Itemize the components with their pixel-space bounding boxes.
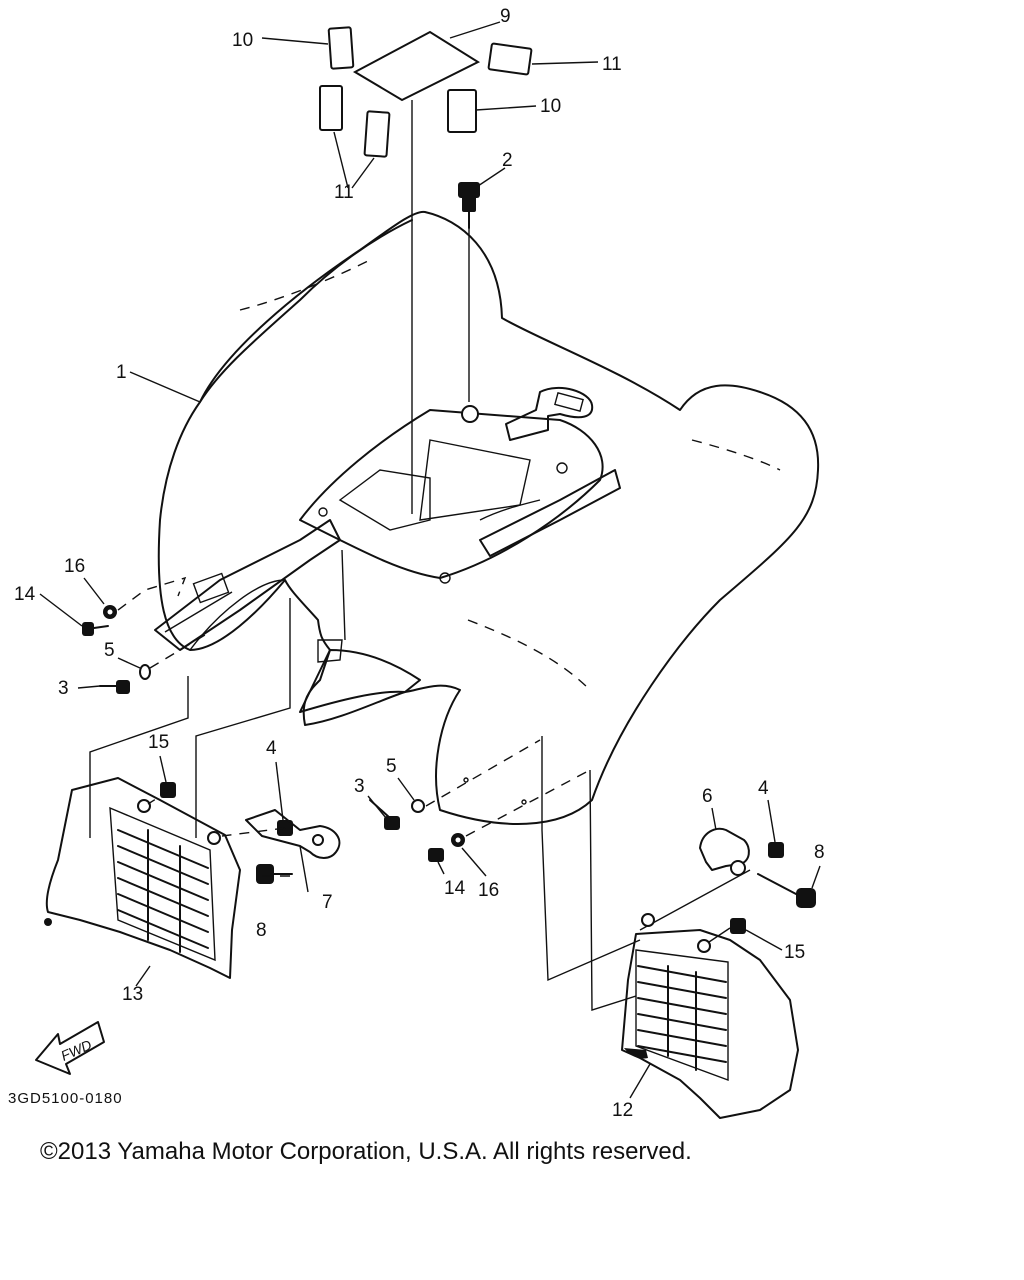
callout-8-right: 8 — [814, 842, 825, 863]
leader-part-13 — [135, 965, 151, 987]
callout-15-right: 15 — [784, 942, 805, 963]
fasteners-left — [82, 576, 206, 694]
rear-fender-part-1[interactable] — [154, 210, 820, 825]
bracket-part-6[interactable] — [699, 827, 750, 876]
callout-15-left: 15 — [148, 732, 169, 753]
decal-part-11-right[interactable] — [487, 42, 533, 76]
copyright-notice: ©2013 Yamaha Motor Corporation, U.S.A. A… — [40, 1138, 692, 1165]
callout-7: 7 — [322, 892, 333, 913]
collar-part-16-left[interactable] — [103, 605, 117, 619]
callout-2: 2 — [502, 150, 513, 171]
decal-part-11-left-a[interactable] — [319, 85, 343, 131]
callout-leaders — [39, 577, 821, 951]
drawing-code: 3GD5100-0180 — [8, 1090, 123, 1107]
fwd-arrow-icon: FWD — [35, 1021, 105, 1075]
callout-10-top: 10 — [232, 30, 253, 51]
callout-14-left: 14 — [14, 584, 36, 605]
decal-part-10-top[interactable] — [327, 26, 355, 70]
collar-part-5-right[interactable] — [411, 799, 425, 813]
callout-5-right: 5 — [386, 756, 397, 777]
callout-16-right: 16 — [478, 880, 499, 901]
callout-11-top: 11 — [602, 54, 622, 75]
callout-9: 9 — [500, 6, 511, 27]
bolt-part-8-right[interactable] — [757, 873, 816, 908]
callout-4-left: 4 — [266, 738, 277, 759]
callout-8-left: 8 — [256, 920, 267, 941]
exploded-parts-diagram: FWD 1 2 3 3 4 4 5 5 6 7 8 8 9 10 10 11 1… — [14, 6, 825, 1120]
nut-part-15-right[interactable] — [730, 918, 746, 934]
grille-slots-left — [117, 829, 209, 953]
callout-13: 13 — [122, 984, 143, 1005]
decal-part-9[interactable] — [352, 30, 481, 102]
grille-slots-right — [637, 965, 727, 1071]
assembly-lines-left — [89, 598, 291, 877]
callout-6: 6 — [702, 786, 713, 807]
collar-part-5-left[interactable] — [139, 664, 151, 680]
callout-4-right: 4 — [758, 778, 769, 799]
assembly-lines-right — [541, 736, 641, 1011]
callout-11-bottom: 11 — [334, 182, 354, 203]
collar-part-16-right[interactable] — [451, 833, 465, 847]
screw-part-14-left[interactable] — [82, 622, 109, 636]
callout-12: 12 — [612, 1100, 633, 1120]
callout-1: 1 — [116, 362, 127, 383]
screw-part-14-right[interactable] — [428, 848, 444, 862]
bolt-part-8-left[interactable] — [256, 864, 293, 884]
callout-16-left: 16 — [64, 556, 85, 577]
fasteners-right — [369, 739, 591, 862]
leader-lines — [129, 21, 599, 514]
callout-10-right: 10 — [540, 96, 561, 117]
decal-part-11-left-b[interactable] — [363, 110, 391, 158]
callout-14-right: 14 — [444, 878, 466, 899]
bracket-part-7[interactable] — [245, 809, 341, 893]
callout-3-left: 3 — [58, 678, 69, 699]
side-cover-part-13[interactable] — [44, 777, 241, 979]
bolt-part-2[interactable] — [458, 182, 480, 229]
decal-part-10-right[interactable] — [447, 89, 477, 133]
nut-part-4-right[interactable] — [768, 842, 784, 858]
side-cover-part-12[interactable] — [621, 913, 799, 1119]
screw-part-3-left[interactable] — [99, 680, 130, 694]
callout-3-right: 3 — [354, 776, 365, 797]
leader-part-12 — [629, 1063, 651, 1099]
callout-labels: 1 2 3 3 4 4 5 5 6 7 8 8 9 10 10 11 11 12… — [14, 6, 825, 1120]
fwd-label: FWD — [58, 1036, 94, 1064]
callout-5-left: 5 — [104, 640, 115, 661]
leader-bracket-6 — [639, 869, 751, 931]
decal-set — [319, 26, 533, 158]
